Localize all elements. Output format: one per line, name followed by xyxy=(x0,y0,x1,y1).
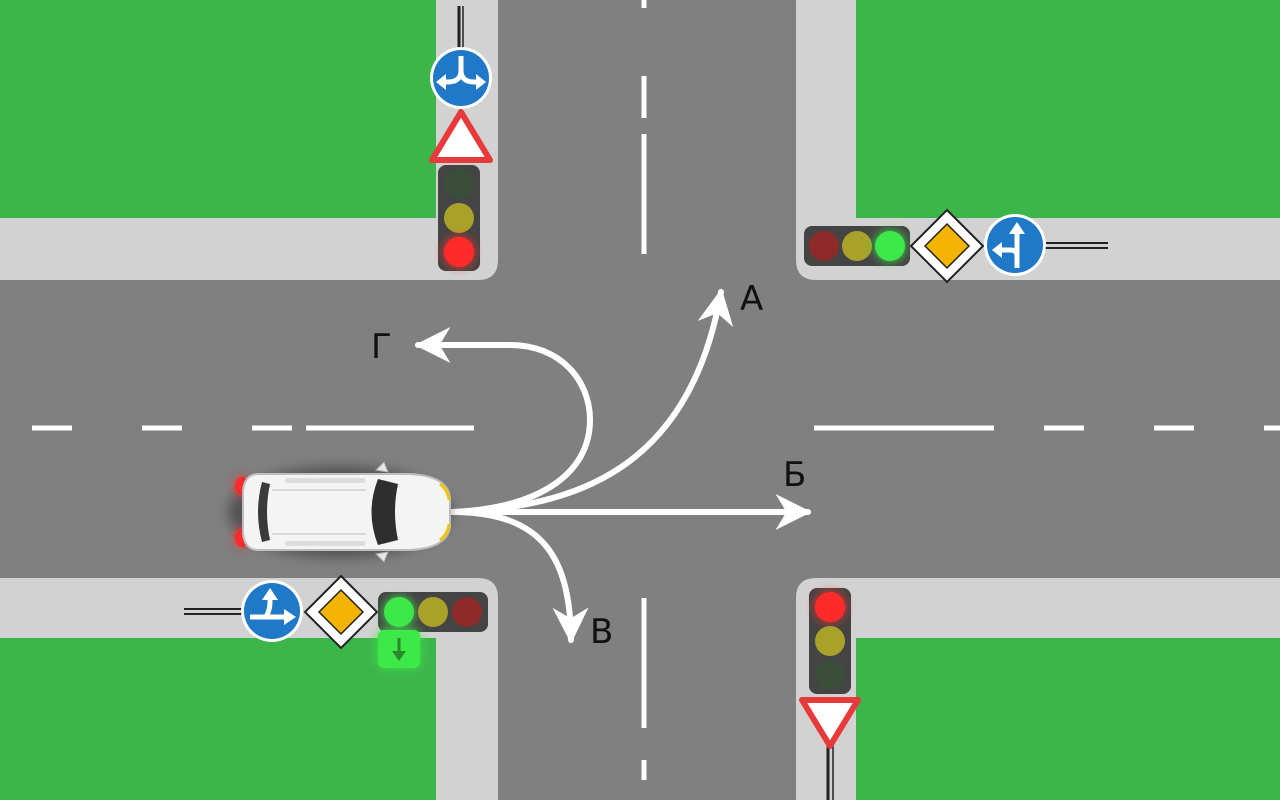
direction-straight-right-icon xyxy=(241,580,303,642)
route-label-v: В xyxy=(590,612,613,652)
traffic-light-south-east xyxy=(809,588,851,694)
sw-green-lamp xyxy=(384,597,414,627)
traffic-light-south-west xyxy=(378,592,488,668)
se-red-lamp xyxy=(815,592,845,622)
ne-yellow-lamp xyxy=(842,231,872,261)
lane-markings xyxy=(32,0,1280,780)
white-car-icon xyxy=(228,461,452,563)
nw-green-lamp xyxy=(444,169,474,199)
route-arrow-g xyxy=(414,327,594,515)
yield-icon xyxy=(799,697,861,749)
north-east-signpost xyxy=(909,208,1108,284)
south-west-signpost xyxy=(184,574,379,650)
direction-left-right-icon xyxy=(430,47,492,109)
priority-road-icon xyxy=(909,208,985,284)
arrow-down-icon xyxy=(392,638,406,661)
direction-straight-left-icon xyxy=(984,214,1046,276)
route-arrow-v xyxy=(449,509,589,644)
route-label-g: Г xyxy=(371,327,392,367)
ne-green-lamp xyxy=(875,231,905,261)
se-yellow-lamp xyxy=(815,626,845,656)
yield-icon xyxy=(429,109,493,163)
priority-road-icon xyxy=(303,574,379,650)
se-green-lamp xyxy=(815,660,845,690)
sw-yellow-lamp xyxy=(418,597,448,627)
route-label-b: Б xyxy=(783,455,806,495)
south-east-signpost xyxy=(799,697,861,800)
sw-red-lamp xyxy=(452,597,482,627)
traffic-light-north-east xyxy=(804,226,910,266)
ne-red-lamp xyxy=(809,231,839,261)
route-label-a: А xyxy=(740,279,763,319)
route-arrows xyxy=(414,288,812,644)
north-west-signpost xyxy=(429,6,493,163)
nw-red-lamp xyxy=(444,237,474,267)
traffic-light-north-west xyxy=(438,165,480,271)
nw-yellow-lamp xyxy=(444,203,474,233)
